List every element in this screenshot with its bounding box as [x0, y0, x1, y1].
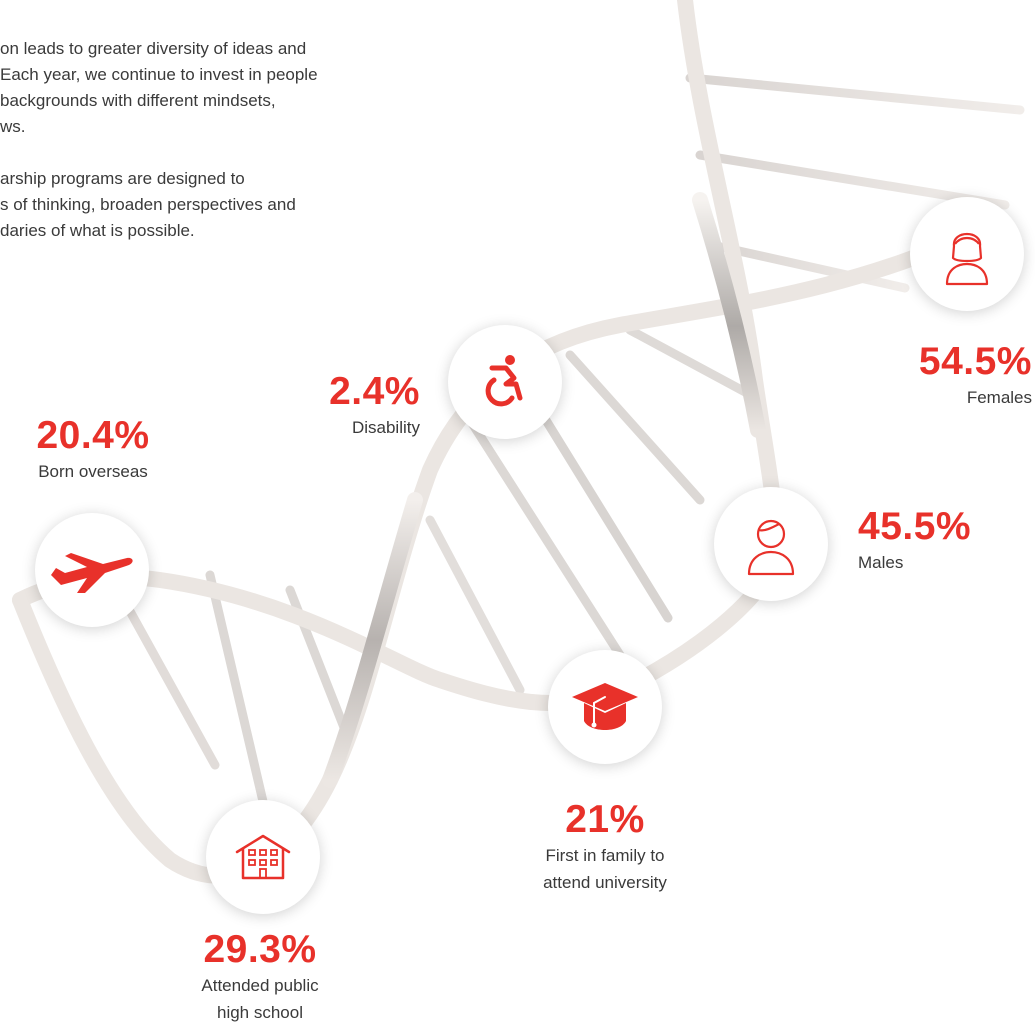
males-circle	[714, 487, 828, 601]
females-value: 54.5%	[918, 340, 1032, 383]
public-high-school-stat: 29.3% Attended public high school	[160, 928, 360, 1026]
intro-paragraph-1: on leads to greater diversity of ideas a…	[0, 39, 318, 136]
females-stat: 54.5% Females	[880, 340, 1032, 411]
intro-paragraph-2: arship programs are designed to s of thi…	[0, 169, 296, 240]
males-value: 45.5%	[858, 505, 972, 548]
disability-circle	[448, 325, 562, 439]
school-building-icon	[235, 834, 291, 880]
born-overseas-value: 20.4%	[36, 414, 150, 457]
females-label: Females	[966, 388, 1032, 407]
females-circle	[910, 197, 1024, 311]
disability-label: Disability	[351, 418, 420, 437]
males-label: Males	[858, 553, 904, 572]
first-in-family-circle	[548, 650, 662, 764]
disability-stat: 2.4% Disability	[300, 370, 420, 441]
public-high-school-value: 29.3%	[203, 928, 317, 971]
public-high-school-label: Attended public high school	[201, 976, 319, 1022]
wheelchair-icon	[485, 355, 523, 407]
born-overseas-stat: 20.4% Born overseas	[10, 414, 176, 485]
male-person-icon	[747, 519, 795, 576]
first-in-family-value: 21%	[565, 798, 645, 841]
first-in-family-label: First in family to attend university	[543, 846, 667, 892]
males-stat: 45.5% Males	[858, 505, 1018, 576]
intro-text: on leads to greater diversity of ideas a…	[0, 36, 440, 270]
female-person-icon	[945, 232, 989, 286]
airplane-icon	[51, 553, 133, 593]
born-overseas-label: Born overseas	[38, 462, 148, 481]
disability-value: 2.4%	[329, 370, 420, 413]
graduation-cap-icon	[572, 683, 638, 730]
public-high-school-circle	[206, 800, 320, 914]
first-in-family-stat: 21% First in family to attend university	[500, 798, 710, 896]
born-overseas-circle	[35, 513, 149, 627]
